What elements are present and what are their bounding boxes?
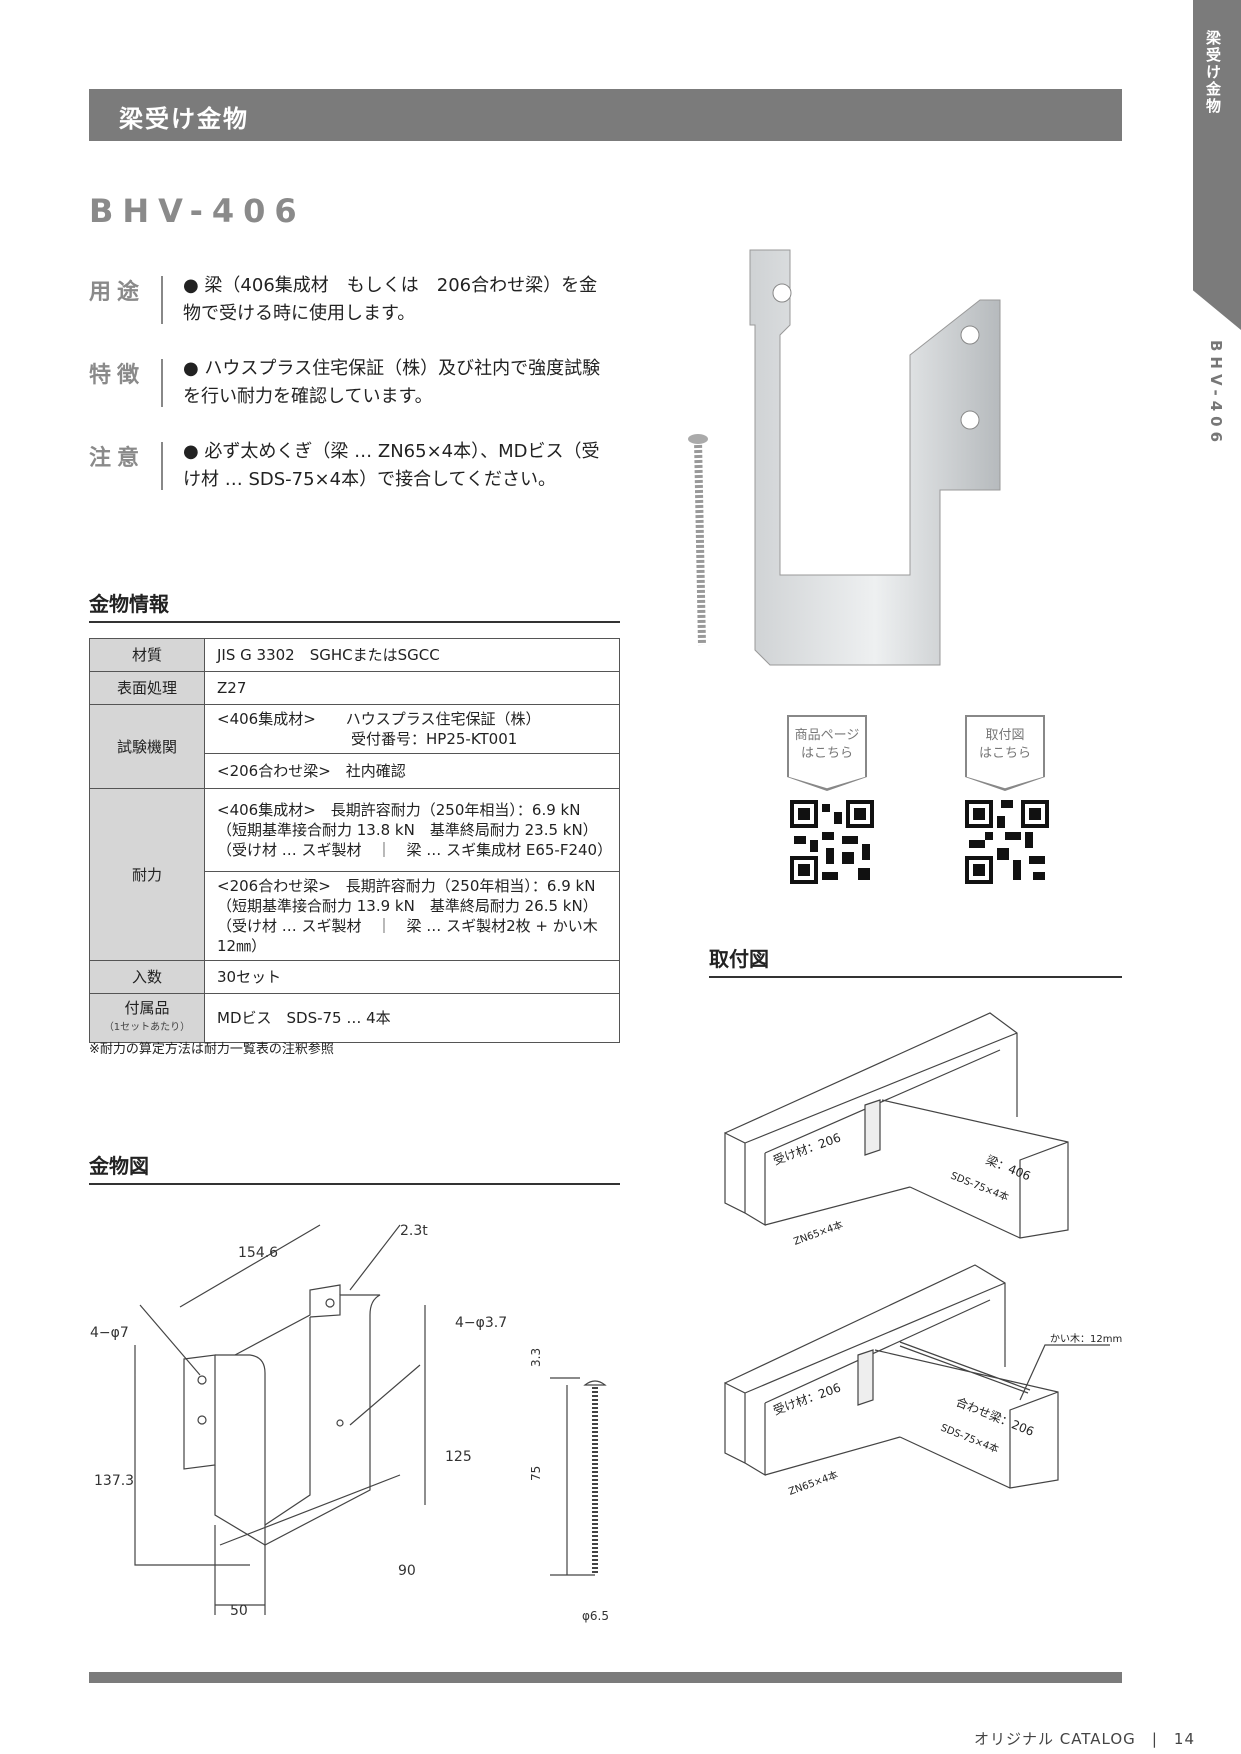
table-note: ※耐力の算定方法は耐力一覧表の注釈参照 [89, 1042, 334, 1057]
test-label: 試験機関 [89, 704, 205, 789]
spec-label: 注意 [89, 446, 146, 471]
strength2-line: （短期基準接合耐力 13.9 kN 基準終局耐力 26.5 kN） [217, 897, 598, 915]
dim-depth: 90 [398, 1563, 416, 1579]
install-diagram: 受け材：206 梁：406 SDS-75×4本 ZN65×4本 受け材：206 … [724, 1012, 1122, 1498]
test1-line2: 受付番号：HP25-KT001 [351, 730, 518, 748]
product-code: BHV-406 [89, 192, 306, 230]
drawing-heading: 金物図 [89, 1150, 620, 1185]
qr-label-line1: 商品ページ [794, 728, 860, 743]
label-screw: SDS-75×4本 [949, 1169, 1011, 1204]
material-value: JIS G 3302 SGHCまたはSGCC [204, 638, 620, 672]
strength-label: 耐力 [89, 788, 205, 961]
product-photo [688, 249, 1001, 666]
qty-label: 入数 [89, 960, 205, 994]
footer-separator: | [1151, 1730, 1158, 1748]
acc-label: 付属品 [124, 999, 170, 1017]
dim-thickness: 2.3t [400, 1223, 428, 1239]
test2-value: <206合わせ梁> 社内確認 [204, 753, 620, 789]
spec-text: ● ハウスプラス住宅保証（株）及び社内で強度試験を行い耐力を確認しています。 [183, 358, 601, 407]
label-spacer: かい木：12mm [1050, 1333, 1122, 1345]
label-receiver: 受け材：206 [771, 1380, 842, 1417]
strength1-line: <406集成材> 長期許容耐力（250年相当）：6.9 kN [217, 801, 581, 819]
strength1-line: （短期基準接合耐力 13.8 kN 基準終局耐力 23.5 kN） [217, 821, 598, 839]
side-tab-product: BHV-406 [1207, 340, 1225, 448]
dim-hole-small: 4−φ3.7 [455, 1315, 507, 1331]
footer-bar [89, 1672, 1122, 1683]
divider [161, 359, 163, 407]
acc-sub: （1セットあたり） [103, 1022, 191, 1033]
surface-label: 表面処理 [89, 671, 205, 705]
qr-label-product: 商品ページはこちら [787, 715, 867, 777]
qr-label-line2: はこちら [800, 746, 853, 761]
screw-drawing [550, 1377, 607, 1576]
screw-image [688, 434, 708, 646]
footer: オリジナル CATALOG | 14 [974, 1728, 1195, 1749]
install-heading: 取付図 [709, 943, 1122, 978]
side-tab-category: 梁受け金物 [1204, 30, 1222, 115]
qr-label-install: 取付図はこちら [965, 715, 1045, 777]
qty-value: 30セット [204, 960, 620, 994]
label-receiver: 受け材：206 [771, 1130, 842, 1167]
strength2-line: <206合わせ梁> 長期許容耐力（250年相当）：6.9 kN [217, 877, 596, 895]
label-screw: SDS-75×4本 [939, 1421, 1001, 1456]
dim-bottom-width: 50 [230, 1603, 248, 1619]
label-nail: ZN65×4本 [792, 1218, 845, 1248]
dim-hole-large: 4−φ7 [90, 1325, 129, 1341]
dim-screw-dia: φ6.5 [582, 1609, 609, 1623]
spec-caution: 注意 ● 必ず太めくぎ（梁 … ZN65×4本）、MDビス（受け材 … SDS-7… [89, 438, 629, 494]
spec-text: ● 必ず太めくぎ（梁 … ZN65×4本）、MDビス（受け材 … SDS-75×… [183, 441, 600, 490]
dim-height-total: 137.3 [94, 1473, 134, 1489]
acc-value: MDビス SDS-75 … 4本 [204, 993, 620, 1043]
info-heading: 金物情報 [89, 588, 620, 623]
spec-feature: 特徴 ● ハウスプラス住宅保証（株）及び社内で強度試験を行い耐力を確認しています。 [89, 355, 629, 411]
spec-usage: 用途 ● 梁（406集成材 もしくは 206合わせ梁）を金物で受ける時に使用します… [89, 272, 629, 328]
section-header: 梁受け金物 [89, 89, 1122, 141]
footer-catalog: オリジナル CATALOG [973, 1730, 1136, 1748]
label-beam: 梁：406 [984, 1152, 1033, 1183]
qr-code-product[interactable] [790, 800, 874, 884]
surface-value: Z27 [204, 671, 620, 705]
strength2-line: （受け材 … スギ製材 ｜ 梁 … スギ製材2枚 + かい木12㎜） [217, 917, 598, 955]
side-tab [1193, 0, 1241, 330]
install-diagram-top: 受け材：206 梁：406 SDS-75×4本 ZN65×4本 [724, 1012, 1069, 1248]
bracket-drawing: 154.6 2.3t 4−φ7 4−φ3.7 137.3 125 90 50 3… [90, 1223, 609, 1623]
install-diagram-bottom: 受け材：206 合わせ梁：206 SDS-75×4本 ZN65×4本 かい木：1… [724, 1264, 1122, 1498]
label-nail: ZN65×4本 [787, 1468, 840, 1498]
spec-text: ● 梁（406集成材 もしくは 206合わせ梁）を金物で受ける時に使用します。 [183, 275, 598, 324]
dim-screw-head: 3.3 [529, 1348, 543, 1367]
spec-label: 特徴 [89, 363, 146, 388]
qr-label-line2: はこちら [978, 746, 1031, 761]
spec-label: 用途 [89, 280, 146, 305]
divider [161, 276, 163, 324]
material-label: 材質 [89, 638, 205, 672]
dim-width: 154.6 [238, 1245, 278, 1261]
strength1-line: （受け材 … スギ製材 ｜ 梁 … スギ集成材 E65-F240） [217, 841, 613, 859]
divider [161, 442, 163, 490]
dim-screw-length: 75 [529, 1466, 543, 1481]
dim-height-inner: 125 [445, 1449, 472, 1465]
test1-line1: <406集成材> ハウスプラス住宅保証（株） [217, 710, 541, 728]
qr-label-line1: 取付図 [985, 728, 1025, 743]
qr-code-install[interactable] [965, 800, 1049, 884]
page-number: 14 [1173, 1730, 1195, 1748]
